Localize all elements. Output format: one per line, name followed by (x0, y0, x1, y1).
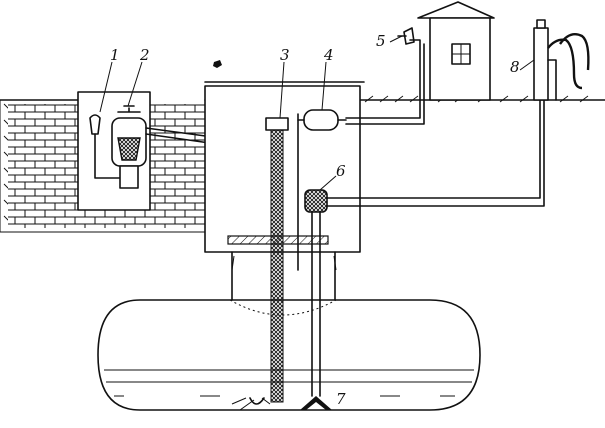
house (417, 1, 495, 101)
regulator-1 (89, 114, 121, 179)
label-6: 6 (336, 162, 346, 180)
storage-tank (97, 299, 481, 411)
label-5: 5 (376, 32, 386, 50)
label-2: 2 (139, 46, 150, 64)
label-8: 8 (510, 58, 520, 76)
label-1: 1 (110, 46, 120, 64)
outlet-5 (397, 27, 415, 45)
label-7: 7 (336, 390, 346, 408)
speck-mark (213, 60, 222, 68)
leader-lines (99, 35, 535, 191)
level-gauge-3 (265, 117, 289, 403)
meter-4 (297, 109, 347, 271)
dispenser-8 (533, 19, 590, 101)
label-4: 4 (323, 46, 334, 64)
filter-device-2 (111, 105, 147, 189)
gas-pipe-house (345, 39, 425, 125)
suction-outlet-7 (231, 396, 332, 411)
label-3: 3 (280, 46, 290, 64)
valve-6 (304, 99, 545, 397)
